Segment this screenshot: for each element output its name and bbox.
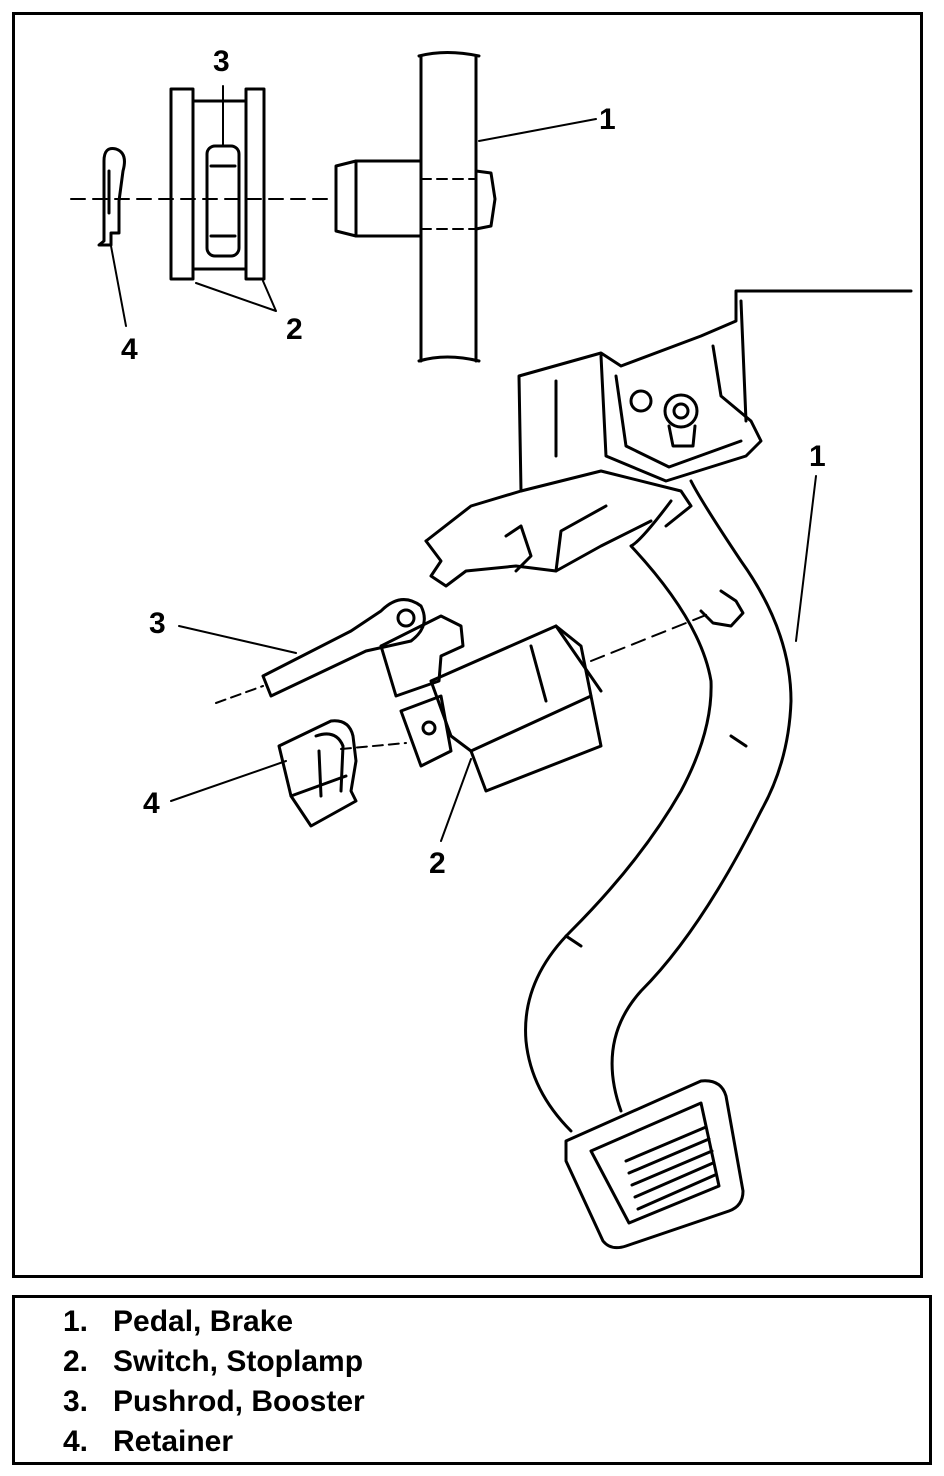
brake-pedal-arm	[524, 479, 793, 1133]
switch-plates-detail	[169, 85, 266, 281]
callout-main-pushrod: 3	[149, 607, 166, 640]
legend-number: 4.	[63, 1425, 89, 1458]
exploded-view-drawing: 1 2 3 4	[70, 45, 913, 1250]
retainer-clip	[277, 719, 407, 828]
legend-label: Pedal, Brake	[113, 1305, 294, 1338]
legend-item-pushrod-booster: 3. Pushrod, Booster	[63, 1382, 365, 1422]
callout-main-pedal: 1	[809, 440, 826, 473]
callout-top-retainer: 4	[121, 333, 138, 366]
main-assembly-view: 1 2 3 4	[143, 289, 913, 1250]
brake-pedal-pad	[564, 1079, 745, 1250]
illustration-frame: 1 2 3 4	[12, 12, 923, 1278]
callout-top-pedal: 1	[599, 103, 616, 136]
legend-item-pedal-brake: 1. Pedal, Brake	[63, 1302, 293, 1342]
legend-number: 2.	[63, 1345, 89, 1378]
pedal-arm-detail	[334, 51, 497, 363]
stoplamp-switch	[379, 614, 603, 793]
pedal-support-bracket	[424, 289, 913, 588]
legend-label: Retainer	[113, 1425, 234, 1458]
callout-top-switch: 2	[286, 313, 303, 346]
legend-number: 1.	[63, 1305, 89, 1338]
legend-box: 1. Pedal, Brake 2. Switch, Stoplamp 3. Push…	[12, 1295, 932, 1465]
retainer-clip-detail	[97, 147, 126, 247]
legend-item-retainer: 4. Retainer	[63, 1422, 233, 1462]
callout-main-retainer: 4	[143, 787, 160, 820]
top-detail-view: 1 2 3 4	[70, 45, 616, 366]
legend-number: 3.	[63, 1385, 89, 1418]
legend-item-switch-stoplamp: 2. Switch, Stoplamp	[63, 1342, 363, 1382]
callout-top-pushrod: 3	[213, 45, 230, 78]
callout-main-switch: 2	[429, 847, 446, 880]
legend-label: Pushrod, Booster	[113, 1385, 365, 1418]
booster-pushrod	[215, 598, 426, 704]
pivot-axis	[590, 612, 712, 662]
legend-label: Switch, Stoplamp	[113, 1345, 364, 1378]
